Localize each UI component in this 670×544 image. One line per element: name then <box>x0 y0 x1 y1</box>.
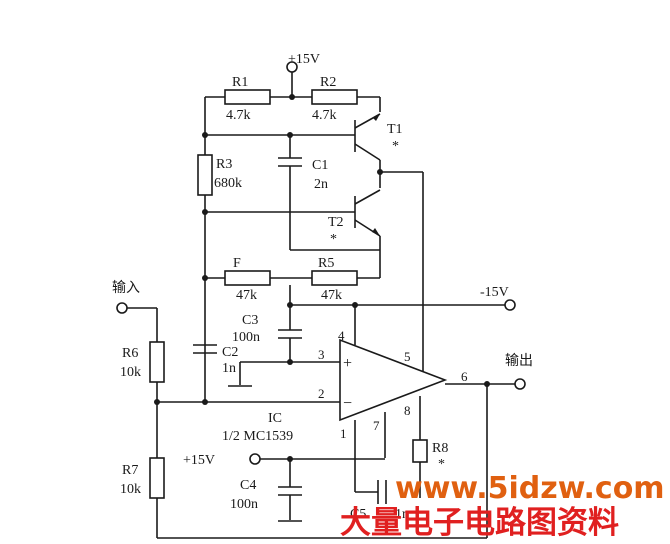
watermark-text: 大量电子电路图资料 <box>340 505 619 541</box>
c1-name: C1 <box>312 158 328 173</box>
junction-dot <box>287 456 293 462</box>
c5-value: 1n <box>395 507 409 522</box>
supply-label-top: +15V <box>288 52 320 67</box>
r6-value: 10k <box>120 365 141 380</box>
opamp-ic <box>339 338 448 422</box>
r4-name: F <box>233 256 241 271</box>
pin-2: 2 <box>318 386 325 401</box>
output-terminal[interactable] <box>514 378 526 390</box>
supply-label-neg: -15V <box>480 285 509 300</box>
junction-dot <box>352 302 358 308</box>
r1-name: R1 <box>232 75 248 90</box>
capacitor-c4 <box>278 486 302 496</box>
junction-dot <box>287 302 293 308</box>
resistor-r7 <box>149 457 165 499</box>
pin-3: 3 <box>318 347 325 362</box>
r7-value: 10k <box>120 482 141 497</box>
r8-mark: * <box>438 457 445 472</box>
output-label: 输出 <box>505 353 533 369</box>
ic-name: IC <box>268 411 282 426</box>
junction-dot <box>289 94 295 100</box>
r2-value: 4.7k <box>312 108 337 123</box>
input-wiring <box>127 307 487 539</box>
t1-mark: * <box>392 139 399 154</box>
c4-value: 100n <box>230 497 258 512</box>
negative-supply-wiring <box>239 285 505 385</box>
r3-name: R3 <box>216 157 232 172</box>
watermark: www.5idzw.com 大量电子电路图资料 <box>340 471 665 541</box>
pin-1: 1 <box>340 426 347 441</box>
r3-value: 680k <box>214 176 242 191</box>
junction-dot <box>202 132 208 138</box>
c3-name: C3 <box>242 313 258 328</box>
pin-8: 8 <box>404 403 411 418</box>
capacitor-c2 <box>193 344 217 354</box>
capacitor-c1 <box>278 157 302 167</box>
c5-name: C5 <box>350 507 366 522</box>
r7-name: R7 <box>122 463 138 478</box>
t1-name: T1 <box>387 122 403 137</box>
resistor-r1 <box>224 89 271 105</box>
r4-value: 47k <box>236 288 257 303</box>
feedback-wiring <box>204 134 381 402</box>
transistor-t1 <box>354 113 423 173</box>
c2-value: 1n <box>222 361 236 376</box>
capacitor-c5 <box>377 480 387 504</box>
t2-name: T2 <box>328 215 344 230</box>
junction-dot <box>202 399 208 405</box>
ic-minus: − <box>343 395 352 412</box>
ic-part: 1/2 MC1539 <box>222 429 293 444</box>
junction-dot <box>287 132 293 138</box>
t2-mark: * <box>330 232 337 247</box>
watermark-url: www.5idzw.com <box>395 471 665 506</box>
r8-name: R8 <box>432 441 448 456</box>
junction-dot <box>202 209 208 215</box>
c4-name: C4 <box>240 478 256 493</box>
capacitor-c3 <box>278 329 302 339</box>
output-stage-wiring <box>354 172 515 538</box>
input-label: 输入 <box>112 280 140 296</box>
junction-dot <box>484 381 490 387</box>
resistor-r8 <box>412 439 428 463</box>
junction-dot <box>202 275 208 281</box>
r5-value: 47k <box>321 288 342 303</box>
top-rail-wiring <box>204 72 381 155</box>
pin-4: 4 <box>338 328 345 343</box>
resistor-r2 <box>311 89 358 105</box>
supply-terminal-top <box>286 61 298 73</box>
r5-name: R5 <box>318 256 334 271</box>
pin-6: 6 <box>461 369 468 384</box>
pin-5: 5 <box>404 349 411 364</box>
resistor-r5 <box>311 270 358 286</box>
pin-7: 7 <box>373 418 380 433</box>
resistor-r4 <box>224 270 271 286</box>
ic-plus: + <box>343 355 352 372</box>
c1-value: 2n <box>314 177 328 192</box>
junction-dot <box>154 399 160 405</box>
c3-value: 100n <box>232 330 260 345</box>
input-terminal[interactable] <box>116 302 128 314</box>
supply-label-bottom: +15V <box>183 453 215 468</box>
resistor-r3 <box>197 154 213 196</box>
r1-value: 4.7k <box>226 108 251 123</box>
junction-dot <box>377 169 383 175</box>
junction-dot <box>287 359 293 365</box>
transistor-t2 <box>354 172 381 250</box>
r2-name: R2 <box>320 75 336 90</box>
supply-terminal-bottom <box>249 453 261 465</box>
supply-terminal-neg <box>504 299 516 311</box>
r6-name: R6 <box>122 346 138 361</box>
bottom-supply-wiring <box>260 458 385 520</box>
resistor-r6 <box>149 341 165 383</box>
c2-name: C2 <box>222 345 238 360</box>
